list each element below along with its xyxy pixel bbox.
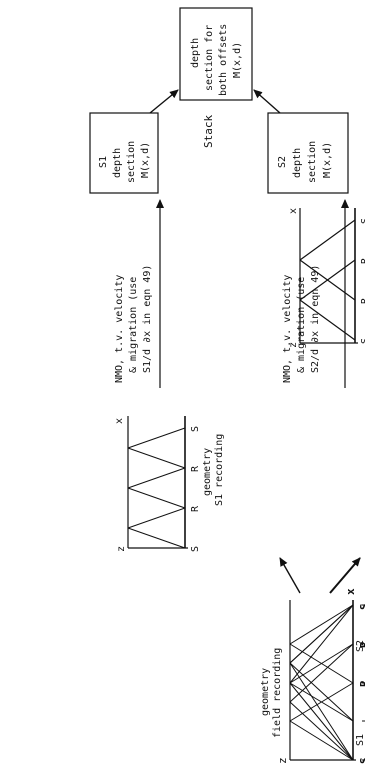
field-offset-s2: S2 — [355, 640, 365, 652]
s1-label-r-left: R — [190, 505, 201, 512]
s1-geometry-panel: S R R S z x S1 recording geometry — [114, 416, 225, 552]
s2-label-s-right: S — [360, 218, 365, 224]
rotated-diagram: S R R S z x S1 S2 field recording geomet… — [89, 7, 365, 764]
s1-label-s-right: S — [190, 426, 201, 432]
box-s2-frame — [267, 112, 349, 194]
process-bottom-line1: NMO, t.v. velocity — [282, 275, 293, 383]
s2-axis-z: z — [288, 342, 299, 348]
process-top-line2: & migration (use — [128, 277, 139, 373]
box-s1-section: S1 depth section M(x,d) — [89, 112, 159, 194]
box-s1-line3: section — [126, 141, 137, 183]
field-caption-line2: geometry — [260, 668, 271, 716]
s2-label-r-left: R — [360, 297, 365, 304]
box-s1-line4: M(x,d) — [140, 142, 151, 178]
box-s1-line2: depth — [112, 148, 123, 178]
s2-label-s-left: S — [360, 338, 365, 344]
box-final-line3: both offsets — [218, 24, 229, 96]
field-axis-x: x — [344, 588, 357, 595]
process-bottom-line2: & migration (use — [296, 277, 307, 373]
field-geometry-panel: S R R S z x S1 S2 field recording geomet… — [260, 588, 365, 764]
arrow-field-to-s1 — [329, 557, 361, 594]
s1-axis-x: x — [114, 418, 125, 424]
field-label-r-right: R — [358, 641, 365, 648]
field-label-s-left: S — [358, 757, 365, 764]
s2-axis-x: x — [288, 208, 299, 214]
s1-label-r-right: R — [190, 465, 201, 472]
box-s2-line2: depth — [292, 148, 303, 178]
box-final-line4: M(x,d) — [232, 42, 243, 78]
field-label-r-left: R — [358, 680, 365, 687]
field-axis-z: z — [276, 757, 289, 764]
box-final-frame — [179, 7, 253, 101]
box-s2-section: S2 depth section M(x,d) — [267, 112, 349, 194]
box-final-section: depth section for both offsets M(x,d) — [179, 7, 253, 101]
arrow-s1-to-final — [149, 89, 179, 114]
field-raypaths — [289, 604, 354, 761]
box-s2-line3: section — [307, 141, 318, 183]
s1-raypaths — [127, 427, 186, 549]
process-bottom-group: NMO, t.v. velocity & migration (use S2/d… — [282, 199, 349, 388]
box-s2-line4: M(x,d) — [322, 142, 333, 178]
process-bottom-line3: S2/d ∂x in eqn 49) — [310, 265, 321, 373]
box-final-line2: section for — [204, 25, 215, 91]
box-s1-line1: S1 — [98, 156, 109, 168]
process-top-line3: S1/d ∂x in eqn 49) — [142, 265, 153, 373]
s1-caption-line1: S1 recording — [214, 434, 225, 506]
field-label-s-right: S — [358, 603, 365, 610]
arrow-s2-to-final — [253, 89, 281, 114]
process-top-group: NMO, t.v. velocity & migration (use S1/d… — [114, 199, 164, 388]
box-s1-frame — [89, 112, 159, 194]
process-top-line1: NMO, t.v. velocity — [114, 275, 125, 383]
box-s2-line1: S2 — [277, 156, 288, 168]
stack-label: Stack — [202, 115, 215, 148]
s2-raypaths — [299, 219, 356, 341]
arrow-field-to-s2 — [279, 557, 301, 594]
s2-label-r-right: R — [360, 257, 365, 264]
s2-geometry-panel: S R R S z x S2 recording geometry — [288, 208, 365, 348]
field-offset-marks — [362, 604, 365, 761]
field-caption-line1: field recording — [272, 648, 283, 738]
s1-label-s-left: S — [190, 546, 201, 552]
field-offset-s1: S1 — [355, 734, 365, 746]
s1-caption-line2: geometry — [202, 448, 213, 496]
box-final-line1: depth — [190, 38, 201, 68]
s1-axis-z: z — [116, 546, 127, 552]
